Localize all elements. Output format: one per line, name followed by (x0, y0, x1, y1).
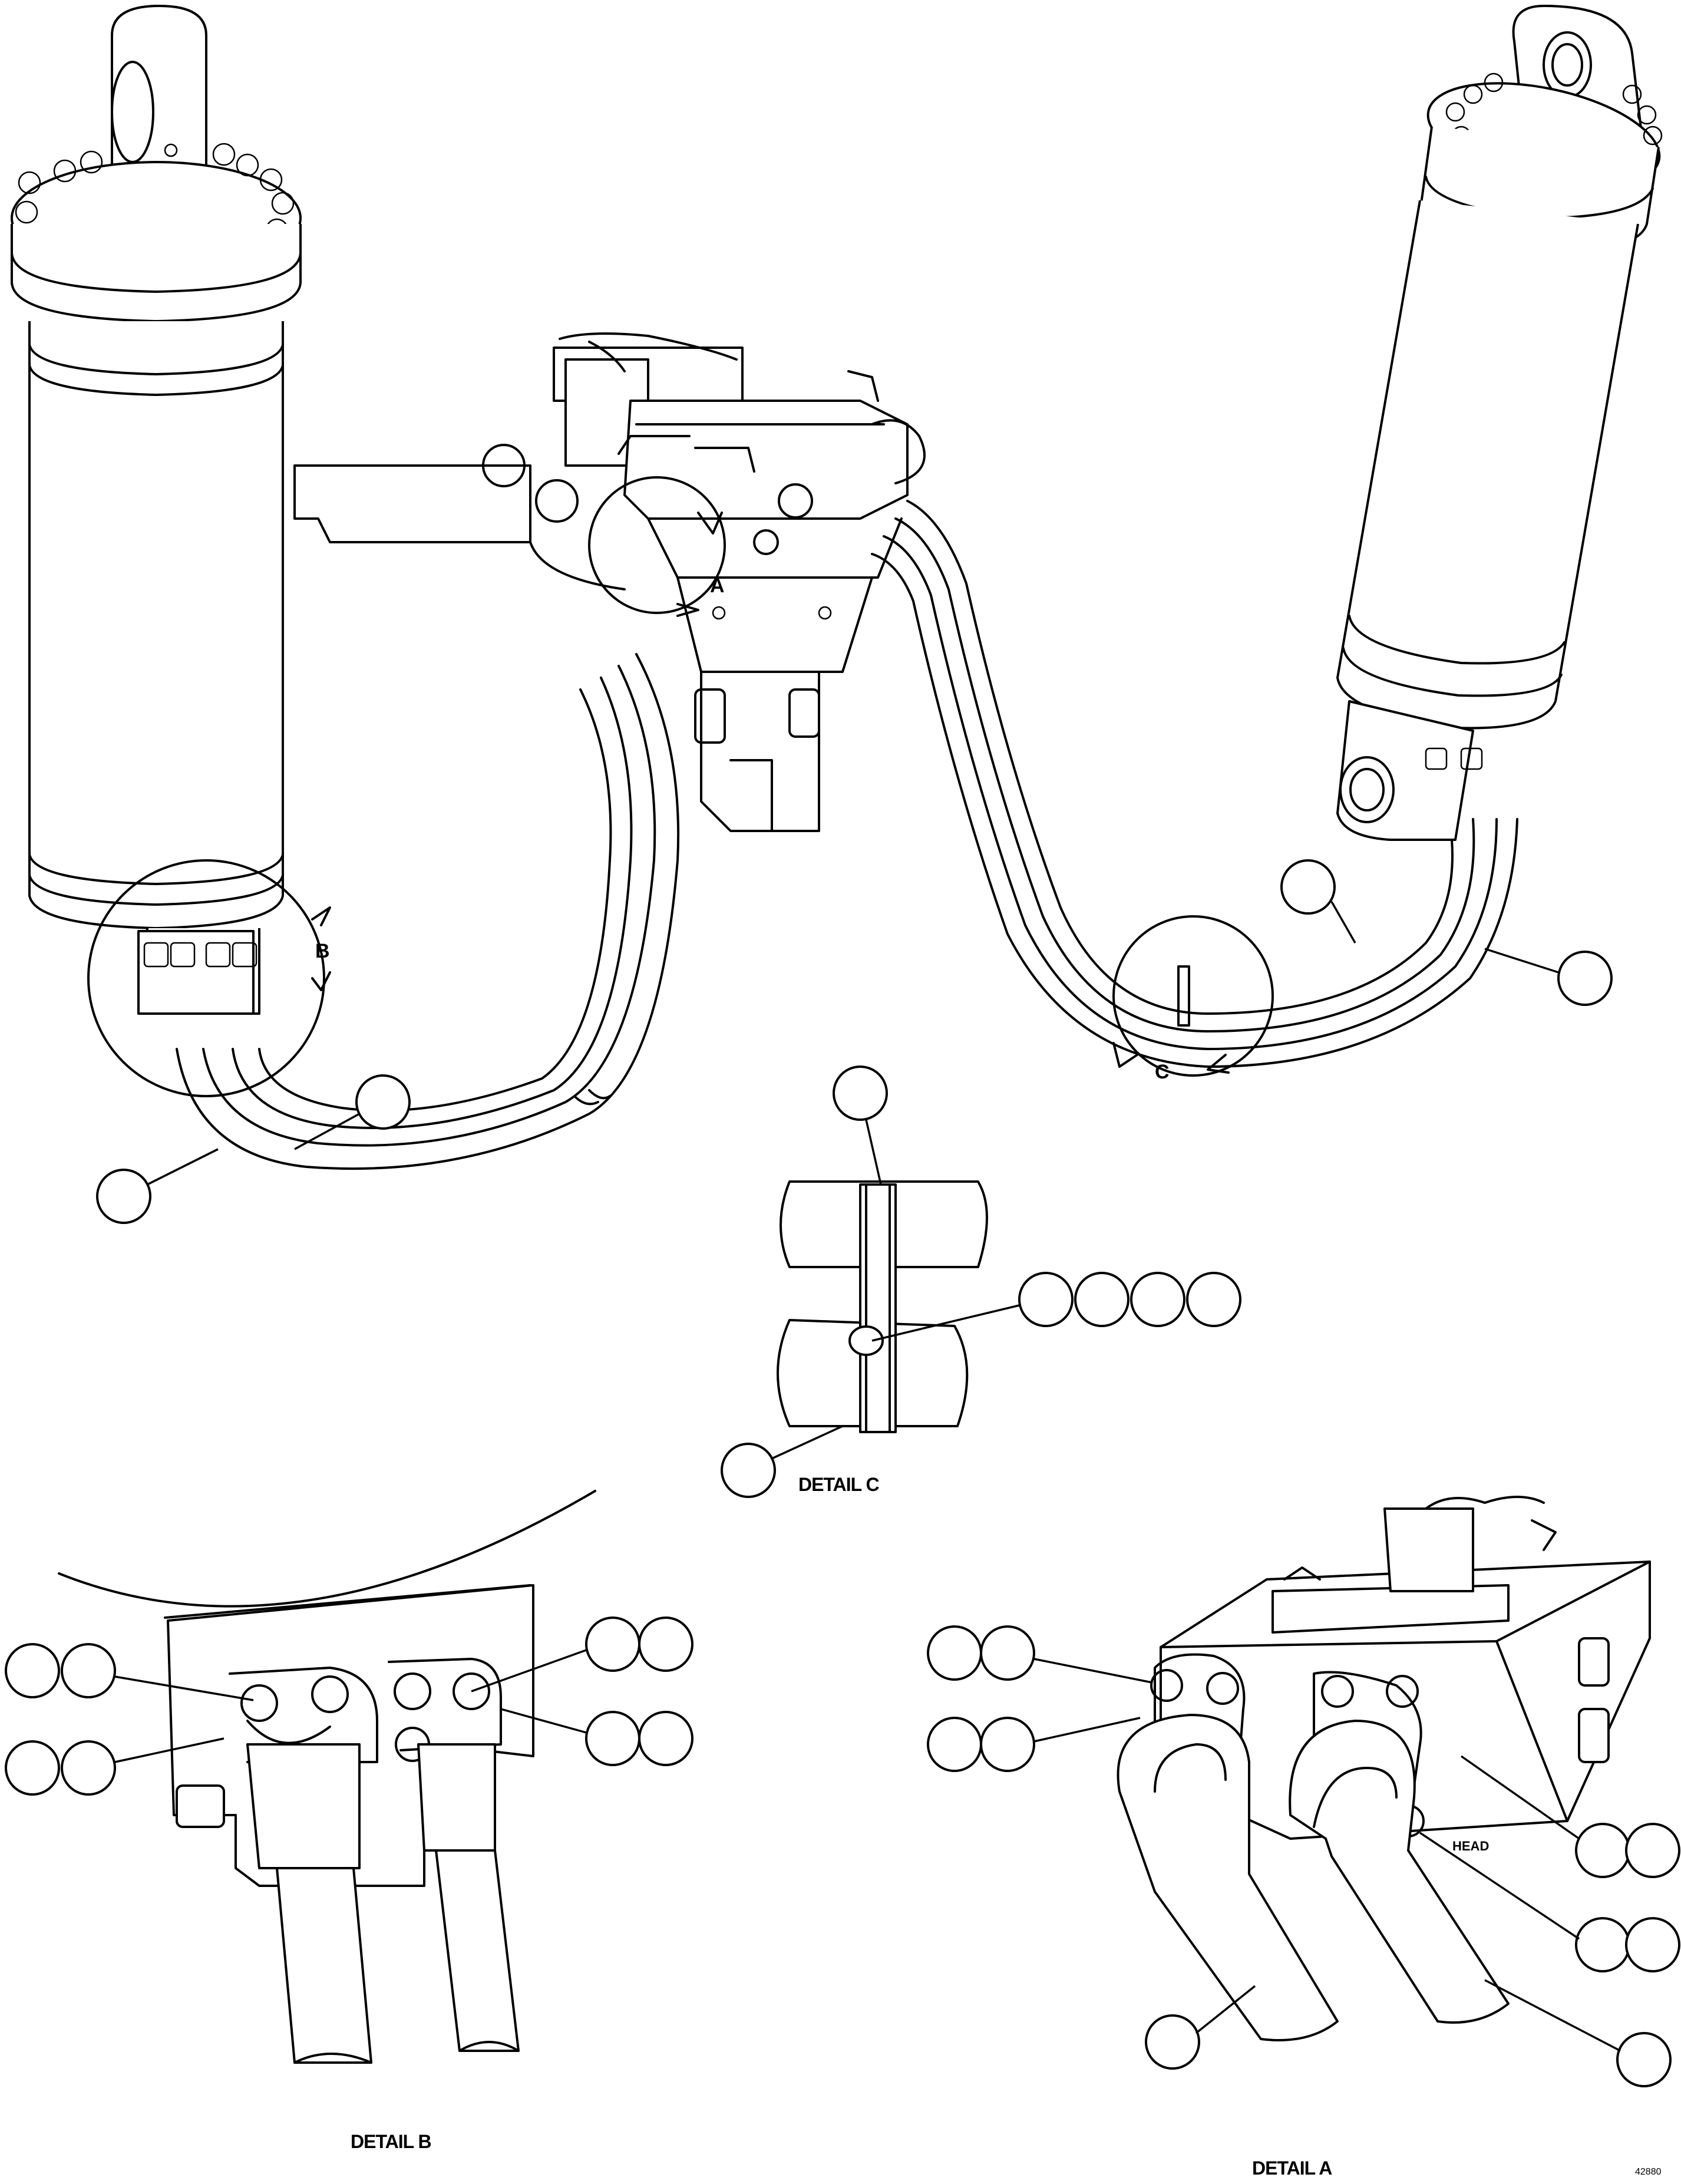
detail-b-caption: DETAIL B (351, 2131, 431, 2152)
detail-b-ref-letter: B (315, 940, 330, 962)
right-cylinder (1336, 5, 1663, 841)
balloon (1557, 951, 1613, 1006)
detail-c-view: DETAIL C (721, 1065, 1241, 1498)
detail-b-callout: B (87, 859, 331, 1097)
valve-manifold (293, 332, 926, 832)
detail-a-caption: DETAIL A (1252, 2157, 1332, 2179)
detail-b-view: DETAIL B (5, 1490, 693, 2152)
detail-c-caption: DETAIL C (798, 1474, 879, 1495)
detail-a-view: HEAD DETAIL A (927, 1496, 1680, 2179)
left-hoses (176, 653, 680, 1170)
detail-a-ref-letter: A (710, 575, 725, 597)
overview-balloons (96, 859, 1613, 1224)
port-head-label: HEAD (1452, 1839, 1489, 1853)
detail-a-callout: A (588, 476, 726, 617)
detail-c-ref-letter: C (1155, 1061, 1170, 1083)
drawing-number: 42880 (1635, 2167, 1662, 2177)
balloon (96, 1169, 151, 1224)
balloon (1280, 859, 1336, 915)
balloon (355, 1074, 411, 1130)
detail-c-callout: C (1112, 915, 1274, 1083)
left-cylinder (11, 5, 302, 1015)
